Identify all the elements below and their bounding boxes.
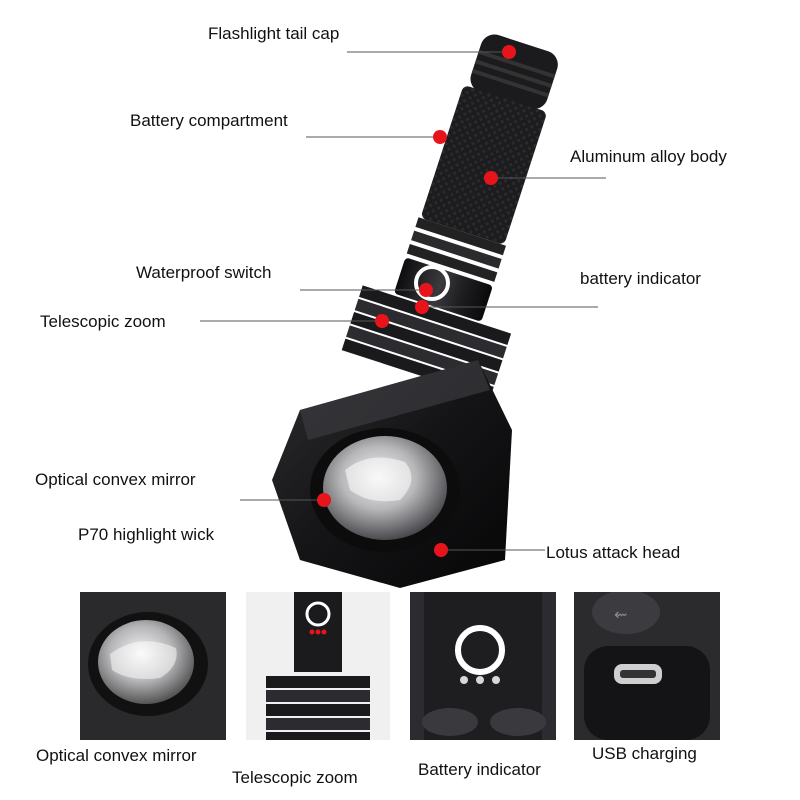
flashlight-illustration [200, 34, 606, 588]
leader-lines [200, 51, 606, 551]
caption-usb-charging: USB charging [592, 744, 697, 763]
lotus-head [272, 360, 512, 588]
marker-battery-compartment [433, 130, 447, 144]
caption-battery-indicator: Battery indicator [418, 760, 541, 779]
caption-telescopic-zoom: Telescopic zoom [232, 768, 358, 787]
callout-lotus-head: Lotus attack head [546, 543, 681, 562]
callout-p70-wick: P70 highlight wick [78, 525, 215, 544]
marker-battery-indicator [415, 300, 429, 314]
marker-waterproof-switch [419, 283, 433, 297]
callout-battery-compartment: Battery compartment [130, 111, 288, 130]
switch-ring [414, 265, 450, 301]
thumbnail-usb-charging: ⇜ [574, 592, 720, 740]
marker-optical-mirror [317, 493, 331, 507]
marker-aluminum-body [484, 171, 498, 185]
callout-telescopic-zoom: Telescopic zoom [40, 312, 166, 331]
svg-text:⇜: ⇜ [614, 605, 627, 624]
marker-telescopic-zoom [375, 314, 389, 328]
thumbnail-optical-mirror [80, 592, 226, 740]
caption-optical-mirror: Optical convex mirror [36, 746, 197, 765]
flashlight-body [341, 34, 558, 399]
marker-dots [317, 45, 516, 557]
callout-battery-indicator: battery indicator [580, 269, 701, 288]
callout-waterproof-switch: Waterproof switch [136, 263, 272, 282]
marker-lotus-head [434, 543, 448, 557]
marker-tail-cap [502, 45, 516, 59]
thumbnail-battery-indicator [410, 592, 556, 740]
callout-aluminum-body: Aluminum alloy body [570, 147, 727, 166]
battery-compartment [421, 86, 546, 244]
callout-tail-cap: Flashlight tail cap [208, 24, 340, 43]
thumbnail-telescopic-zoom [246, 592, 390, 740]
callout-optical-mirror: Optical convex mirror [35, 470, 196, 489]
